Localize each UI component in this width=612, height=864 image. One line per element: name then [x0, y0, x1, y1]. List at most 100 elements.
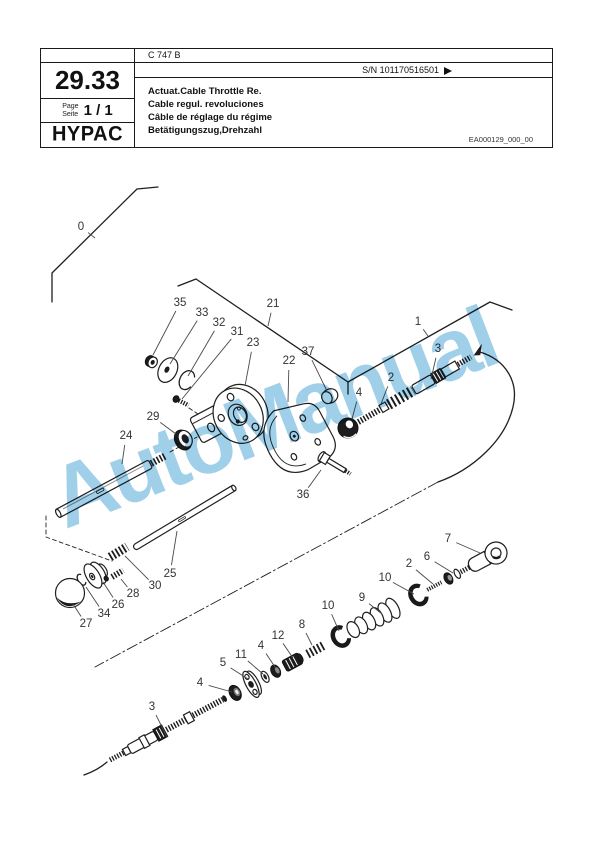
part-callout-24-14: 24 — [119, 430, 133, 442]
serial-number-row: S/N 101170516501 — [135, 63, 552, 78]
part-callout-4-23: 4 — [196, 677, 204, 689]
leader-line-28-18 — [120, 578, 128, 588]
part-callout-29-13: 29 — [146, 411, 160, 423]
leader-line-4-12 — [351, 401, 358, 420]
leader-line-24-14 — [121, 444, 126, 465]
model-name: C 747 B — [135, 49, 552, 63]
part-rod-25 — [132, 484, 237, 551]
part-callout-1-9: 1 — [414, 316, 422, 328]
page-label-en: Page — [62, 102, 79, 110]
leader-line-32-3 — [187, 330, 215, 377]
header-table: 29.33 Page Seite 1 / 1 HYPAC C 747 B S/N… — [40, 48, 553, 148]
header-right-column: C 747 B S/N 101170516501 Actuat.Cable Th… — [135, 49, 552, 147]
part-washer-stack — [144, 355, 196, 391]
leader-line-3-10 — [430, 357, 437, 380]
part-callout-33-2: 33 — [195, 307, 209, 319]
section-number: 29.33 — [41, 63, 134, 99]
part-callout-36-15: 36 — [296, 489, 310, 501]
part-callout-5-24: 5 — [219, 657, 227, 669]
part-callout-9-30: 9 — [358, 592, 366, 604]
leader-line-6-33 — [434, 561, 454, 574]
page-indicator: Page Seite 1 / 1 — [41, 99, 134, 123]
leader-line-29-13 — [159, 421, 177, 435]
part-callout-27-21: 27 — [79, 618, 93, 630]
part-nut-29 — [173, 429, 193, 451]
page-value: 1 / 1 — [83, 102, 113, 119]
leader-line-3-22 — [155, 714, 168, 738]
leader-line-10-31 — [392, 581, 415, 595]
leader-line-21-6 — [267, 312, 272, 327]
part-callout-6-33: 6 — [423, 551, 431, 563]
part-callout-4-12: 4 — [355, 387, 363, 399]
document-code: EA000129_000_00 — [468, 135, 533, 144]
leader-line-31-4 — [181, 338, 232, 400]
part-callout-10-29: 10 — [321, 600, 335, 612]
part-upper-cable-assembly — [337, 343, 482, 439]
leader-line-0-0 — [87, 232, 96, 239]
part-callout-23-5: 23 — [246, 337, 260, 349]
leader-line-12-27 — [282, 643, 294, 659]
part-callout-25-16: 25 — [163, 568, 177, 580]
screw-axis-dashed — [188, 407, 202, 417]
part-callout-2-11: 2 — [387, 372, 395, 384]
part-callout-28-18: 28 — [126, 588, 140, 600]
leader-line-34-20 — [85, 586, 100, 607]
title-en: Actuat.Cable Throttle Re. — [148, 86, 262, 97]
leader-line-30-17 — [124, 555, 149, 580]
part-callout-35-1: 35 — [173, 297, 187, 309]
part-cap-37 — [321, 388, 339, 405]
leader-line-5-24 — [230, 667, 249, 680]
leader-line-36-15 — [307, 469, 322, 488]
part-callout-32-3: 32 — [212, 317, 226, 329]
leader-line-10-29 — [331, 614, 340, 632]
leader-line-9-30 — [368, 603, 383, 615]
part-callout-31-4: 31 — [230, 326, 244, 338]
part-callout-34-20: 34 — [97, 608, 111, 620]
part-callout-30-17: 30 — [148, 580, 162, 592]
part-disc-26 — [83, 561, 109, 589]
callout-leader-lines — [72, 232, 481, 738]
title-fr: Câble de réglage du régime — [148, 112, 273, 123]
part-callout-11-25: 11 — [235, 649, 247, 661]
leader-line-23-5 — [244, 351, 252, 387]
cable-line-21 — [177, 278, 349, 383]
part-ball-knob-27 — [54, 577, 86, 609]
page-label-de: Seite — [62, 110, 79, 118]
title-de: Betätigungszug,Drehzahl — [148, 125, 263, 136]
part-screw-31 — [172, 395, 190, 408]
part-callout-26-19: 26 — [111, 599, 125, 611]
part-callout-3-10: 3 — [434, 343, 442, 355]
part-callout-4-26: 4 — [257, 640, 265, 652]
part-spring-30 — [107, 542, 130, 561]
leader-line-37-8 — [311, 359, 328, 392]
part-rod-24 — [54, 452, 168, 518]
page-words: Page Seite — [62, 103, 78, 119]
leader-line-8-28 — [305, 632, 313, 646]
part-flange-23 — [212, 383, 269, 444]
part-callout-22-7: 22 — [282, 355, 296, 367]
part-pin-28 — [110, 567, 125, 580]
part-cable-wire-end — [83, 761, 108, 776]
part-housing-22 — [263, 402, 336, 474]
leader-line-33-2 — [169, 320, 198, 365]
explosion-axis-line — [94, 481, 439, 668]
leader-line-4-26 — [265, 653, 276, 668]
leader-line-25-16 — [171, 530, 178, 566]
part-callout-10-31: 10 — [378, 572, 392, 584]
leader-line-1-9 — [422, 329, 429, 337]
serial-number: S/N 101170516501 — [362, 65, 439, 75]
cable-line-1 — [347, 301, 513, 383]
leader-line-2-32 — [415, 569, 434, 585]
leader-line-22-7 — [287, 369, 290, 403]
part-bolt-36 — [317, 451, 352, 476]
title-es: Cable regul. revoluciones — [148, 99, 264, 110]
leader-line-27-21 — [72, 603, 82, 617]
leader-line-35-1 — [152, 310, 177, 356]
part-callout-7-34: 7 — [444, 533, 452, 545]
part-callout-37-8: 37 — [301, 346, 315, 358]
part-callout-3-22: 3 — [148, 701, 156, 713]
leader-line-2-11 — [380, 386, 389, 405]
leader-line-7-34 — [456, 542, 481, 554]
leader-line-11-25 — [247, 660, 264, 675]
